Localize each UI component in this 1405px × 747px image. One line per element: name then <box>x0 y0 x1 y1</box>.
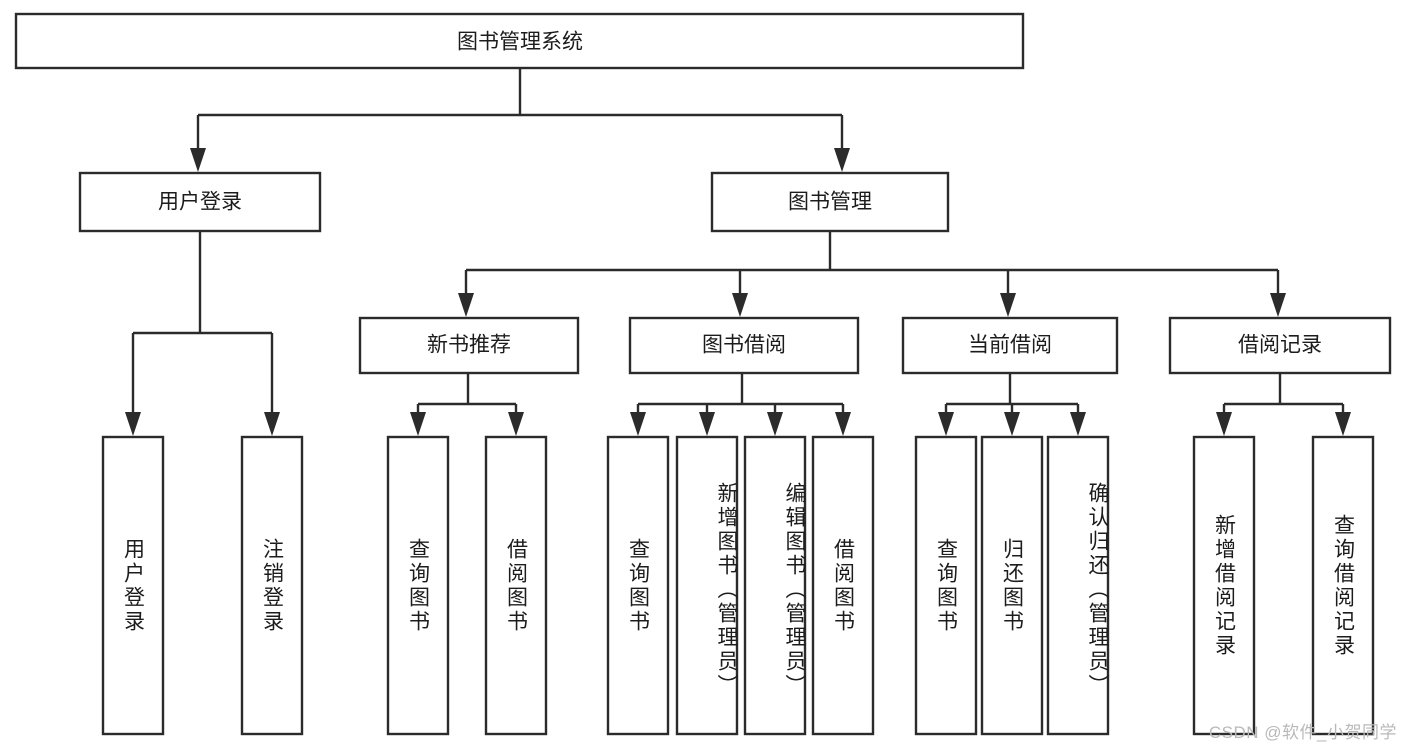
leaf-box-query-book-2[interactable] <box>606 435 670 736</box>
node-new-book-recommend-label: 新书推荐 <box>427 334 511 357</box>
node-user-login-label: 用户登录 <box>158 191 242 214</box>
leaf-group-borrow-record <box>1192 435 1375 736</box>
leaf-box-borrow-book-1[interactable] <box>484 435 548 736</box>
leaf-box-query-borrow-record[interactable] <box>1311 435 1375 736</box>
connector-root-to-level2 <box>190 68 850 172</box>
leaf-box-return-book[interactable] <box>980 435 1044 736</box>
leaf-box-borrow-book-2[interactable] <box>811 435 875 736</box>
leaf-box-logout[interactable] <box>240 435 304 736</box>
leaf-box-edit-book-admin[interactable] <box>743 435 807 736</box>
leaf-box-query-book-1[interactable] <box>386 435 450 736</box>
node-root-label: 图书管理系统 <box>457 31 583 54</box>
leaf-group-new-book-recommend <box>386 435 548 736</box>
leaf-box-confirm-return-admin[interactable] <box>1046 435 1110 736</box>
leaf-group-current-borrow <box>914 435 1110 736</box>
connector-borrowrecord-to-leaves <box>1216 373 1351 436</box>
connector-currentborrow-to-leaves <box>938 373 1086 436</box>
node-user-login[interactable]: 用户登录 <box>78 171 322 233</box>
connector-userlogin-to-leaves <box>125 231 280 436</box>
connector-bookborrow-to-leaves <box>630 373 851 436</box>
node-borrow-record-label: 借阅记录 <box>1238 334 1322 357</box>
node-book-borrow-label: 图书借阅 <box>702 334 786 357</box>
connector-bookmgmt-to-level3 <box>458 231 1286 317</box>
leaf-box-query-book-3[interactable] <box>914 435 978 736</box>
leaf-group-book-borrow <box>606 435 875 736</box>
leaf-box-add-borrow-record[interactable] <box>1192 435 1256 736</box>
leaf-box-add-book-admin[interactable] <box>675 435 739 736</box>
connector-newbook-to-leaves <box>410 373 524 436</box>
node-root-library-system[interactable]: 图书管理系统 <box>14 12 1025 70</box>
leaf-box-user-login[interactable] <box>101 435 165 736</box>
node-new-book-recommend[interactable]: 新书推荐 <box>358 316 580 375</box>
node-borrow-record[interactable]: 借阅记录 <box>1168 316 1392 375</box>
node-book-management-label: 图书管理 <box>788 191 872 214</box>
node-current-borrow[interactable]: 当前借阅 <box>901 316 1119 375</box>
node-book-borrow[interactable]: 图书借阅 <box>628 316 860 375</box>
node-current-borrow-label: 当前借阅 <box>968 334 1052 357</box>
node-book-management[interactable]: 图书管理 <box>710 171 950 233</box>
csdn-watermark: CSDN @软件_小贺同学 <box>1208 723 1397 742</box>
leaf-group-user-login <box>101 435 304 736</box>
